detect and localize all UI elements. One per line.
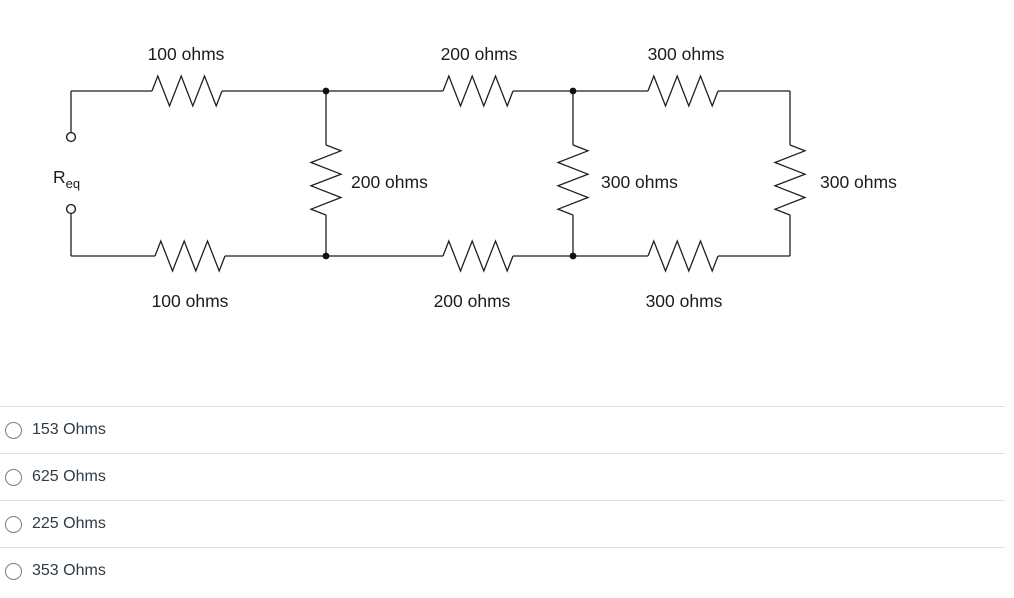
- resistor-shunt-3: [773, 144, 807, 216]
- answer-option-353-ohms[interactable]: 353 Ohms: [0, 547, 1005, 594]
- radio-button-625-ohms[interactable]: [5, 468, 22, 486]
- resistor-bottom-2: [442, 239, 514, 273]
- resistor-label-bottom-3: 300 ohms: [646, 291, 723, 311]
- node-dot: [322, 252, 330, 260]
- answer-option-label[interactable]: 353 Ohms: [32, 562, 106, 579]
- node-dot: [569, 87, 577, 95]
- resistor-bottom-1: [154, 239, 226, 273]
- node-dot: [322, 87, 330, 95]
- resistor-label-top-3: 300 ohms: [648, 44, 725, 64]
- answer-option-625-ohms[interactable]: 625 Ohms: [0, 453, 1005, 500]
- circuit-diagram: Req 100 ohms 200 ohms 300 ohms 100 ohms …: [53, 44, 897, 311]
- radio-button-153-ohms[interactable]: [5, 421, 22, 439]
- answer-option-label[interactable]: 153 Ohms: [32, 421, 106, 438]
- resistor-label-shunt-3: 300 ohms: [820, 172, 897, 192]
- resistor-label-bottom-1: 100 ohms: [152, 291, 229, 311]
- resistor-shunt-2: [556, 144, 590, 216]
- answer-option-label[interactable]: 625 Ohms: [32, 468, 106, 485]
- resistor-top-2: [442, 74, 514, 108]
- node-dot: [569, 252, 577, 260]
- terminal-top: [65, 131, 77, 143]
- terminal-bottom: [65, 203, 77, 215]
- resistor-label-top-2: 200 ohms: [441, 44, 518, 64]
- req-label: Req: [53, 167, 80, 191]
- radio-button-353-ohms[interactable]: [5, 562, 22, 580]
- answer-option-153-ohms[interactable]: 153 Ohms: [0, 406, 1005, 453]
- resistor-label-shunt-1: 200 ohms: [351, 172, 428, 192]
- resistor-label-shunt-2: 300 ohms: [601, 172, 678, 192]
- resistor-shunt-1: [309, 144, 343, 216]
- resistor-label-top-1: 100 ohms: [148, 44, 225, 64]
- resistor-label-bottom-2: 200 ohms: [434, 291, 511, 311]
- resistor-top-1: [151, 74, 223, 108]
- answer-options-list: 153 Ohms 625 Ohms 225 Ohms 353 Ohms: [0, 406, 1005, 594]
- answer-option-225-ohms[interactable]: 225 Ohms: [0, 500, 1005, 547]
- answer-option-label[interactable]: 225 Ohms: [32, 515, 106, 532]
- resistor-top-3: [647, 74, 719, 108]
- resistor-bottom-3: [647, 239, 719, 273]
- radio-button-225-ohms[interactable]: [5, 515, 22, 533]
- circuit-wires: [70, 90, 791, 257]
